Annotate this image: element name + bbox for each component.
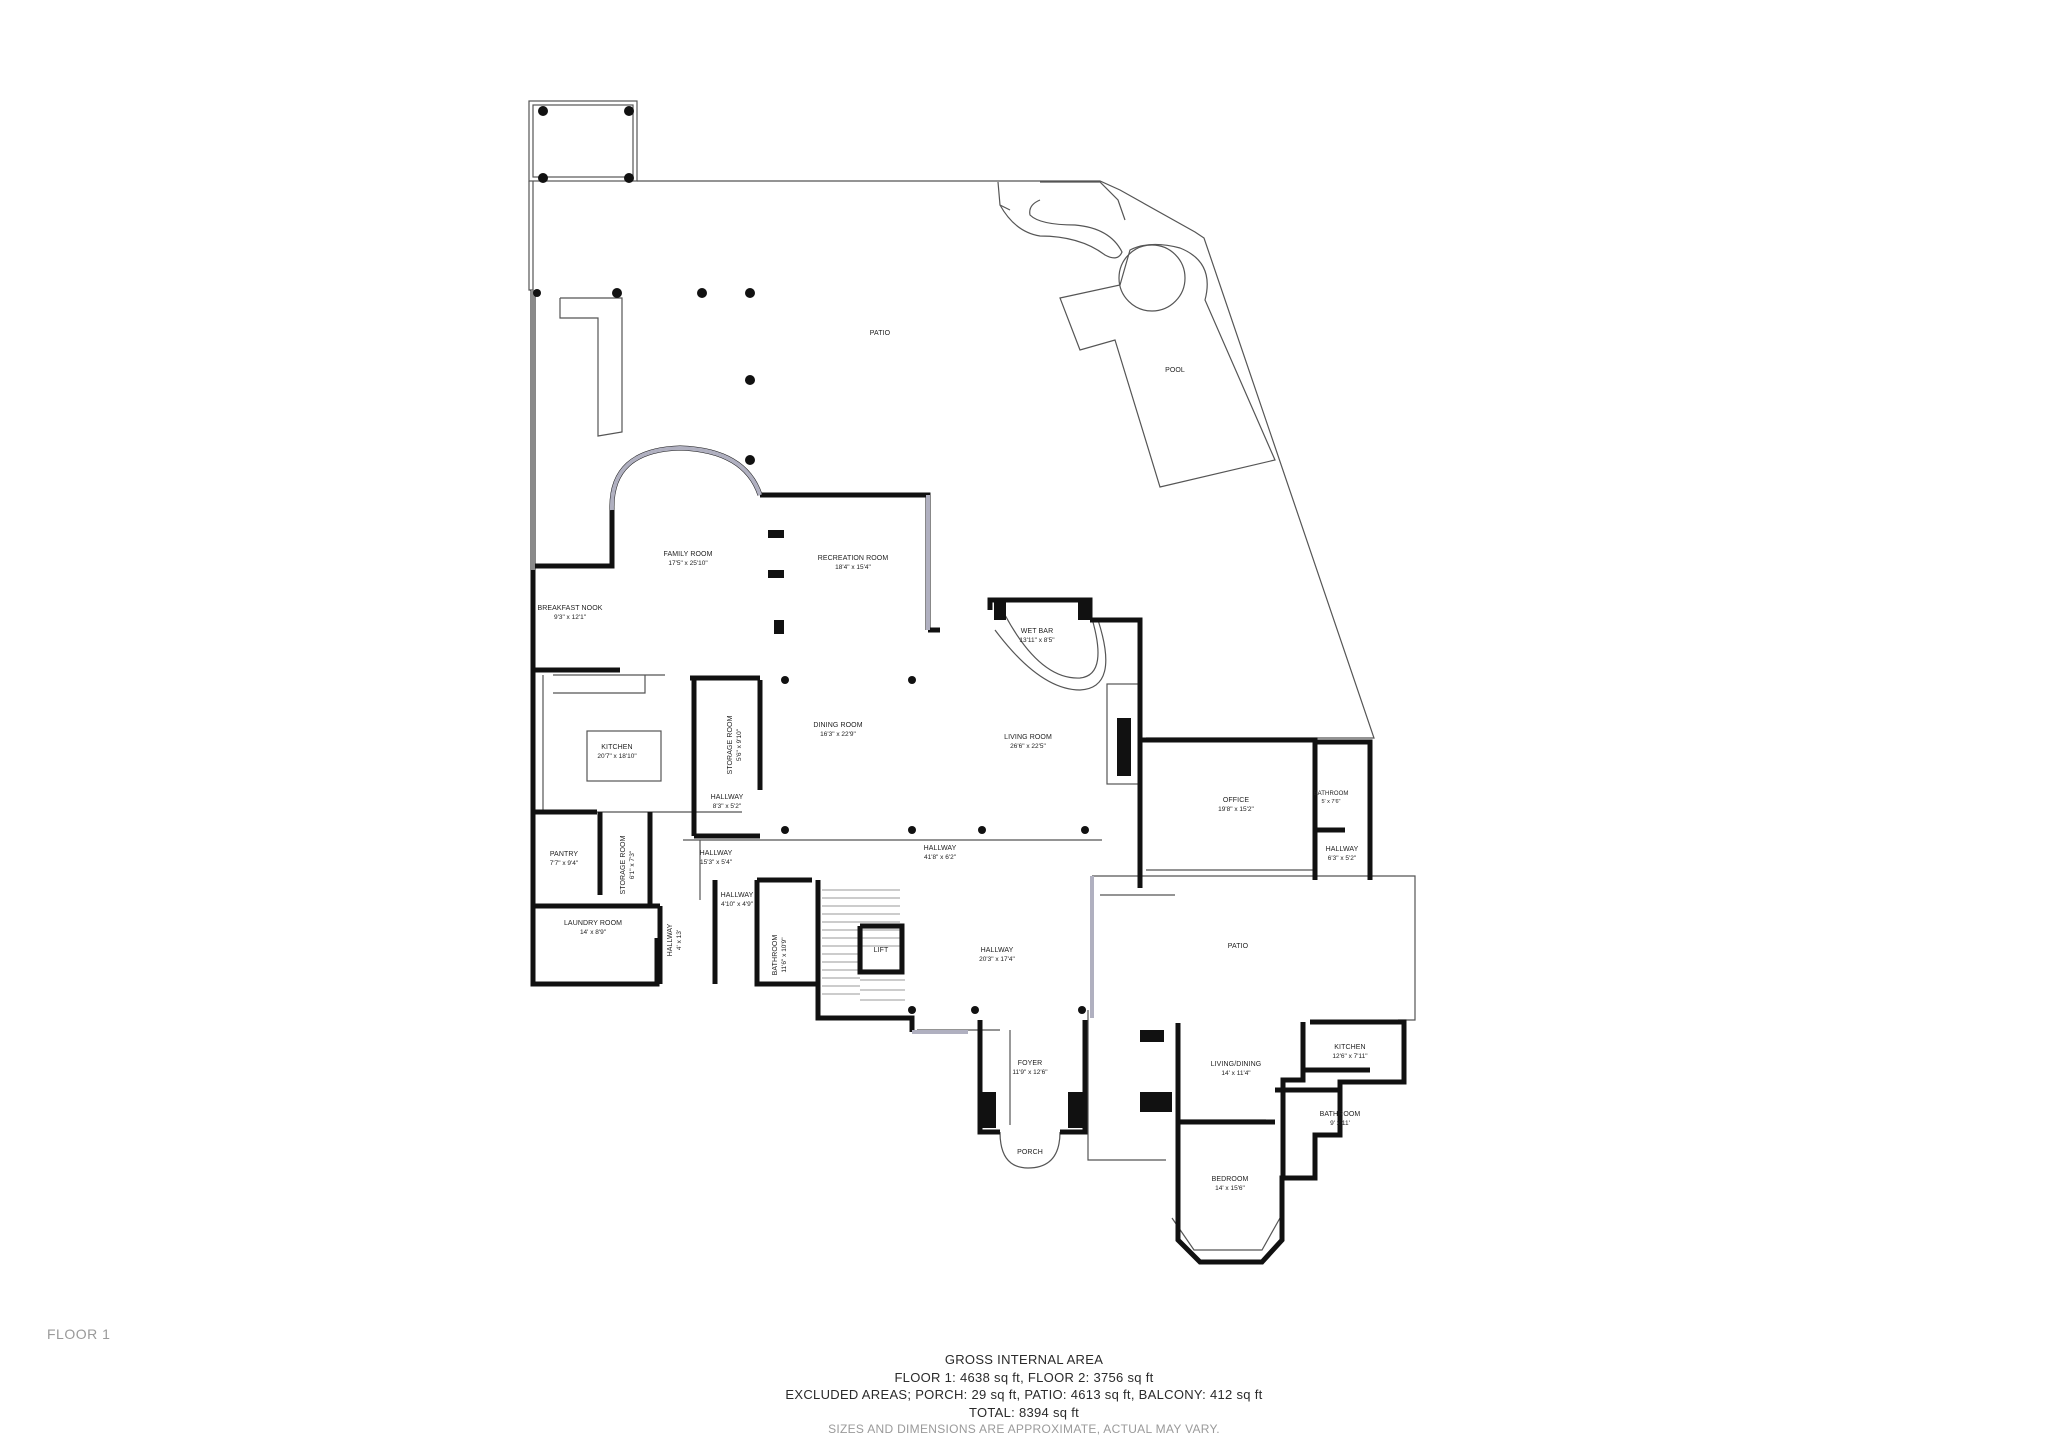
patio-east-outline	[1092, 875, 1416, 1021]
area-title: GROSS INTERNAL AREA	[944, 1352, 1104, 1367]
room-name: BREAKFAST NOOK	[537, 605, 602, 612]
area-total-line: TOTAL: 8394 sq ft	[968, 1404, 1080, 1420]
room-name: LIVING/DINING	[1211, 1061, 1262, 1068]
area-summary: GROSS INTERNAL AREA FLOOR 1: 4638 sq ft,…	[0, 1351, 2048, 1439]
room-name: OFFICE	[1223, 797, 1249, 804]
room-name: BATHROOM	[1320, 1111, 1361, 1118]
room-dims: 19'8" x 15'2"	[1218, 806, 1254, 813]
room-dims: 4'10" x 4'9"	[721, 901, 754, 908]
room-name: PORCH	[1017, 1149, 1043, 1156]
room-name: BATHROOM	[772, 935, 779, 976]
walls	[530, 290, 1407, 1265]
room-dims: 4' x 13'	[676, 930, 683, 950]
room-dims: 41'8" x 6'2"	[924, 854, 957, 861]
room-name: LIFT	[874, 947, 889, 954]
room-name: WET BAR	[1021, 628, 1053, 635]
porch-outline	[999, 1131, 1061, 1169]
room-name: FAMILY ROOM	[663, 551, 712, 558]
room-dims: 9'3" x 12'1"	[554, 614, 587, 621]
room-dims: 13'11" x 8'5"	[1019, 637, 1055, 644]
spa-outline	[1118, 244, 1186, 312]
room-name: HALLWAY	[721, 892, 754, 899]
room-dims: 20'7" x 18'10"	[597, 753, 637, 760]
room-dims: 15'3" x 5'4"	[700, 859, 733, 866]
room-name: KITCHEN	[1334, 1044, 1365, 1051]
room-labels: PATIO POOL FAMILY ROOM 17'5" x 25'10" RE…	[537, 330, 1368, 1192]
patio-west-edge	[528, 181, 534, 291]
room-dims: 12'6" x 7'11"	[1332, 1053, 1368, 1060]
room-name: HALLWAY	[700, 850, 733, 857]
stairs	[822, 889, 905, 1001]
outdoor-outlines	[528, 100, 1416, 1251]
room-dims: 20'3" x 17'4"	[979, 956, 1015, 963]
room-dims: 6'3" x 5'2"	[1328, 855, 1357, 862]
room-dims: 9' x 11'	[1330, 1120, 1350, 1127]
room-dims: 5' x 7'6"	[1321, 799, 1340, 805]
room-name: PATIO	[1228, 943, 1249, 950]
room-name: LAUNDRY ROOM	[564, 920, 622, 927]
room-name: HALLWAY	[667, 923, 674, 956]
window-walls	[531, 290, 1094, 1034]
room-name: BATHROOM	[1313, 791, 1348, 797]
area-excluded-line: EXCLUDED AREAS; PORCH: 29 sq ft, PATIO: …	[785, 1387, 1263, 1402]
room-name: HALLWAY	[924, 845, 957, 852]
room-name: PANTRY	[550, 851, 579, 858]
area-disclaimer: SIZES AND DIMENSIONS ARE APPROXIMATE, AC…	[828, 1422, 1220, 1436]
pergola	[528, 100, 638, 182]
room-dims: 7'7" x 9'4"	[550, 860, 579, 867]
room-dims: 14' x 15'6"	[1215, 1185, 1245, 1192]
room-dims: 16'3" x 22'9"	[820, 731, 856, 738]
room-dims: 5'6" x 9'10"	[736, 728, 743, 761]
patio-north-outline	[637, 180, 1375, 739]
room-dims: 8'3" x 5'2"	[713, 803, 742, 810]
area-floors-line: FLOOR 1: 4638 sq ft, FLOOR 2: 3756 sq ft	[894, 1369, 1154, 1385]
room-name: KITCHEN	[601, 744, 632, 751]
room-dims: 18'4" x 15'4"	[835, 564, 871, 571]
columns	[533, 106, 1089, 1014]
room-name: BEDROOM	[1212, 1176, 1249, 1183]
room-name: RECREATION ROOM	[818, 555, 889, 562]
room-name: HALLWAY	[981, 947, 1014, 954]
room-dims: 11'6" x 10'9"	[781, 937, 788, 973]
room-dims: 26'6" x 22'5"	[1010, 743, 1046, 750]
room-name: PATIO	[870, 330, 891, 337]
room-name: STORAGE ROOM	[727, 715, 734, 774]
room-dims: 14' x 11'4"	[1221, 1070, 1251, 1077]
structural-blocks	[768, 530, 1172, 1128]
outdoor-bar	[559, 297, 623, 437]
room-name: HALLWAY	[711, 794, 744, 801]
room-name: POOL	[1165, 367, 1185, 374]
room-dims: 14' x 8'9"	[580, 929, 607, 936]
room-dims: 17'5" x 25'10"	[668, 560, 708, 567]
floor-label: FLOOR 1	[47, 1326, 111, 1342]
pool-outline	[1059, 243, 1276, 488]
room-name: LIVING ROOM	[1004, 734, 1052, 741]
room-dims: 6'1" x 7'3"	[629, 850, 636, 879]
room-name: DINING ROOM	[813, 722, 862, 729]
room-name: FOYER	[1018, 1060, 1043, 1067]
room-name: HALLWAY	[1326, 846, 1359, 853]
kitchen-island	[586, 730, 662, 782]
room-name: STORAGE ROOM	[620, 835, 627, 894]
room-dims: 11'9" x 12'6"	[1012, 1069, 1048, 1076]
